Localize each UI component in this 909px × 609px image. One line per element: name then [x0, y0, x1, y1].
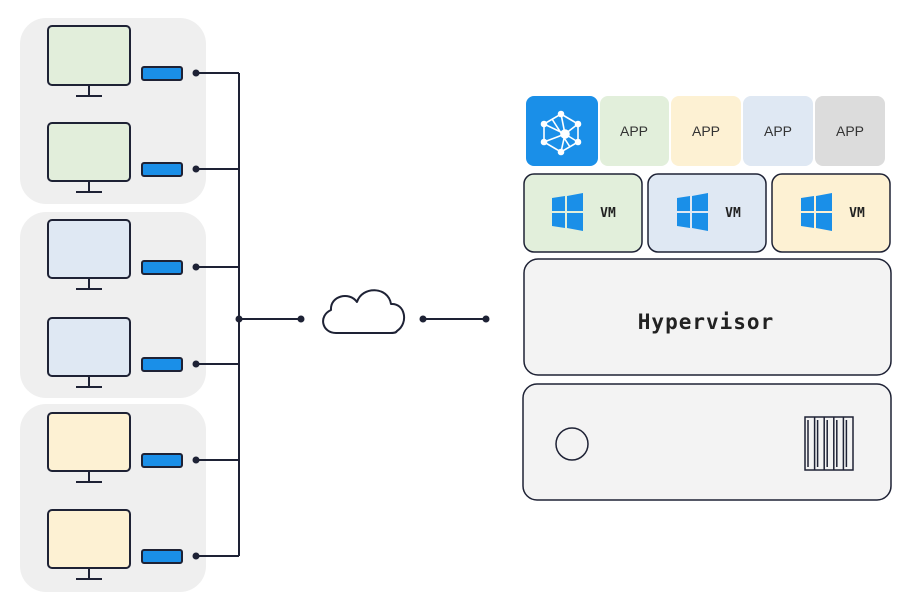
app-label: APP [620, 123, 648, 139]
app-label: APP [692, 123, 720, 139]
hypervisor-label: Hypervisor [638, 310, 774, 334]
monitor-3 [47, 219, 200, 290]
hardware-layer [522, 383, 892, 501]
drive-bays-icon [804, 416, 854, 471]
connection-dot [235, 315, 243, 323]
app-tile [600, 96, 669, 166]
network-adapter-icon [141, 549, 183, 564]
network-adapter-icon [141, 453, 183, 468]
cloud-icon [322, 289, 406, 334]
app-tile [743, 96, 813, 166]
server-chassis [522, 383, 892, 501]
monitor-5 [47, 412, 200, 483]
network-mesh-icon [540, 110, 582, 156]
network-adapter-icon [141, 260, 183, 275]
monitor-screen-icon [47, 317, 131, 377]
connection-dot [482, 315, 490, 323]
vm-label: VM [600, 206, 616, 221]
app-row: APP APP APP APP [526, 96, 885, 166]
monitor-screen-icon [47, 122, 131, 182]
monitor-screen-icon [47, 509, 131, 569]
vm-row: VM VM VM [523, 173, 891, 253]
app-label: APP [764, 123, 792, 139]
connection-dot [419, 315, 427, 323]
app-tile [671, 96, 741, 166]
monitor-screen-icon [47, 412, 131, 472]
connection-dot [297, 315, 305, 323]
power-button-icon [555, 427, 589, 461]
windows-logo-icon [552, 193, 583, 231]
client-wiring [196, 72, 301, 557]
monitor-screen-icon [47, 25, 131, 86]
network-adapter-icon [141, 66, 183, 81]
hypervisor-layer: Hypervisor [523, 258, 892, 376]
network-adapter-icon [141, 162, 183, 177]
windows-logo-icon [677, 193, 708, 231]
network-adapter-icon [141, 357, 183, 372]
hypervisor-box [523, 258, 892, 376]
app-label: APP [836, 123, 864, 139]
vm-label: VM [849, 206, 865, 221]
windows-logo-icon [801, 193, 832, 231]
monitor-4 [47, 317, 200, 388]
vm-label: VM [725, 206, 741, 221]
monitor-1 [47, 25, 200, 97]
monitor-6 [47, 509, 200, 580]
app-tile [815, 96, 885, 166]
monitor-screen-icon [47, 219, 131, 279]
